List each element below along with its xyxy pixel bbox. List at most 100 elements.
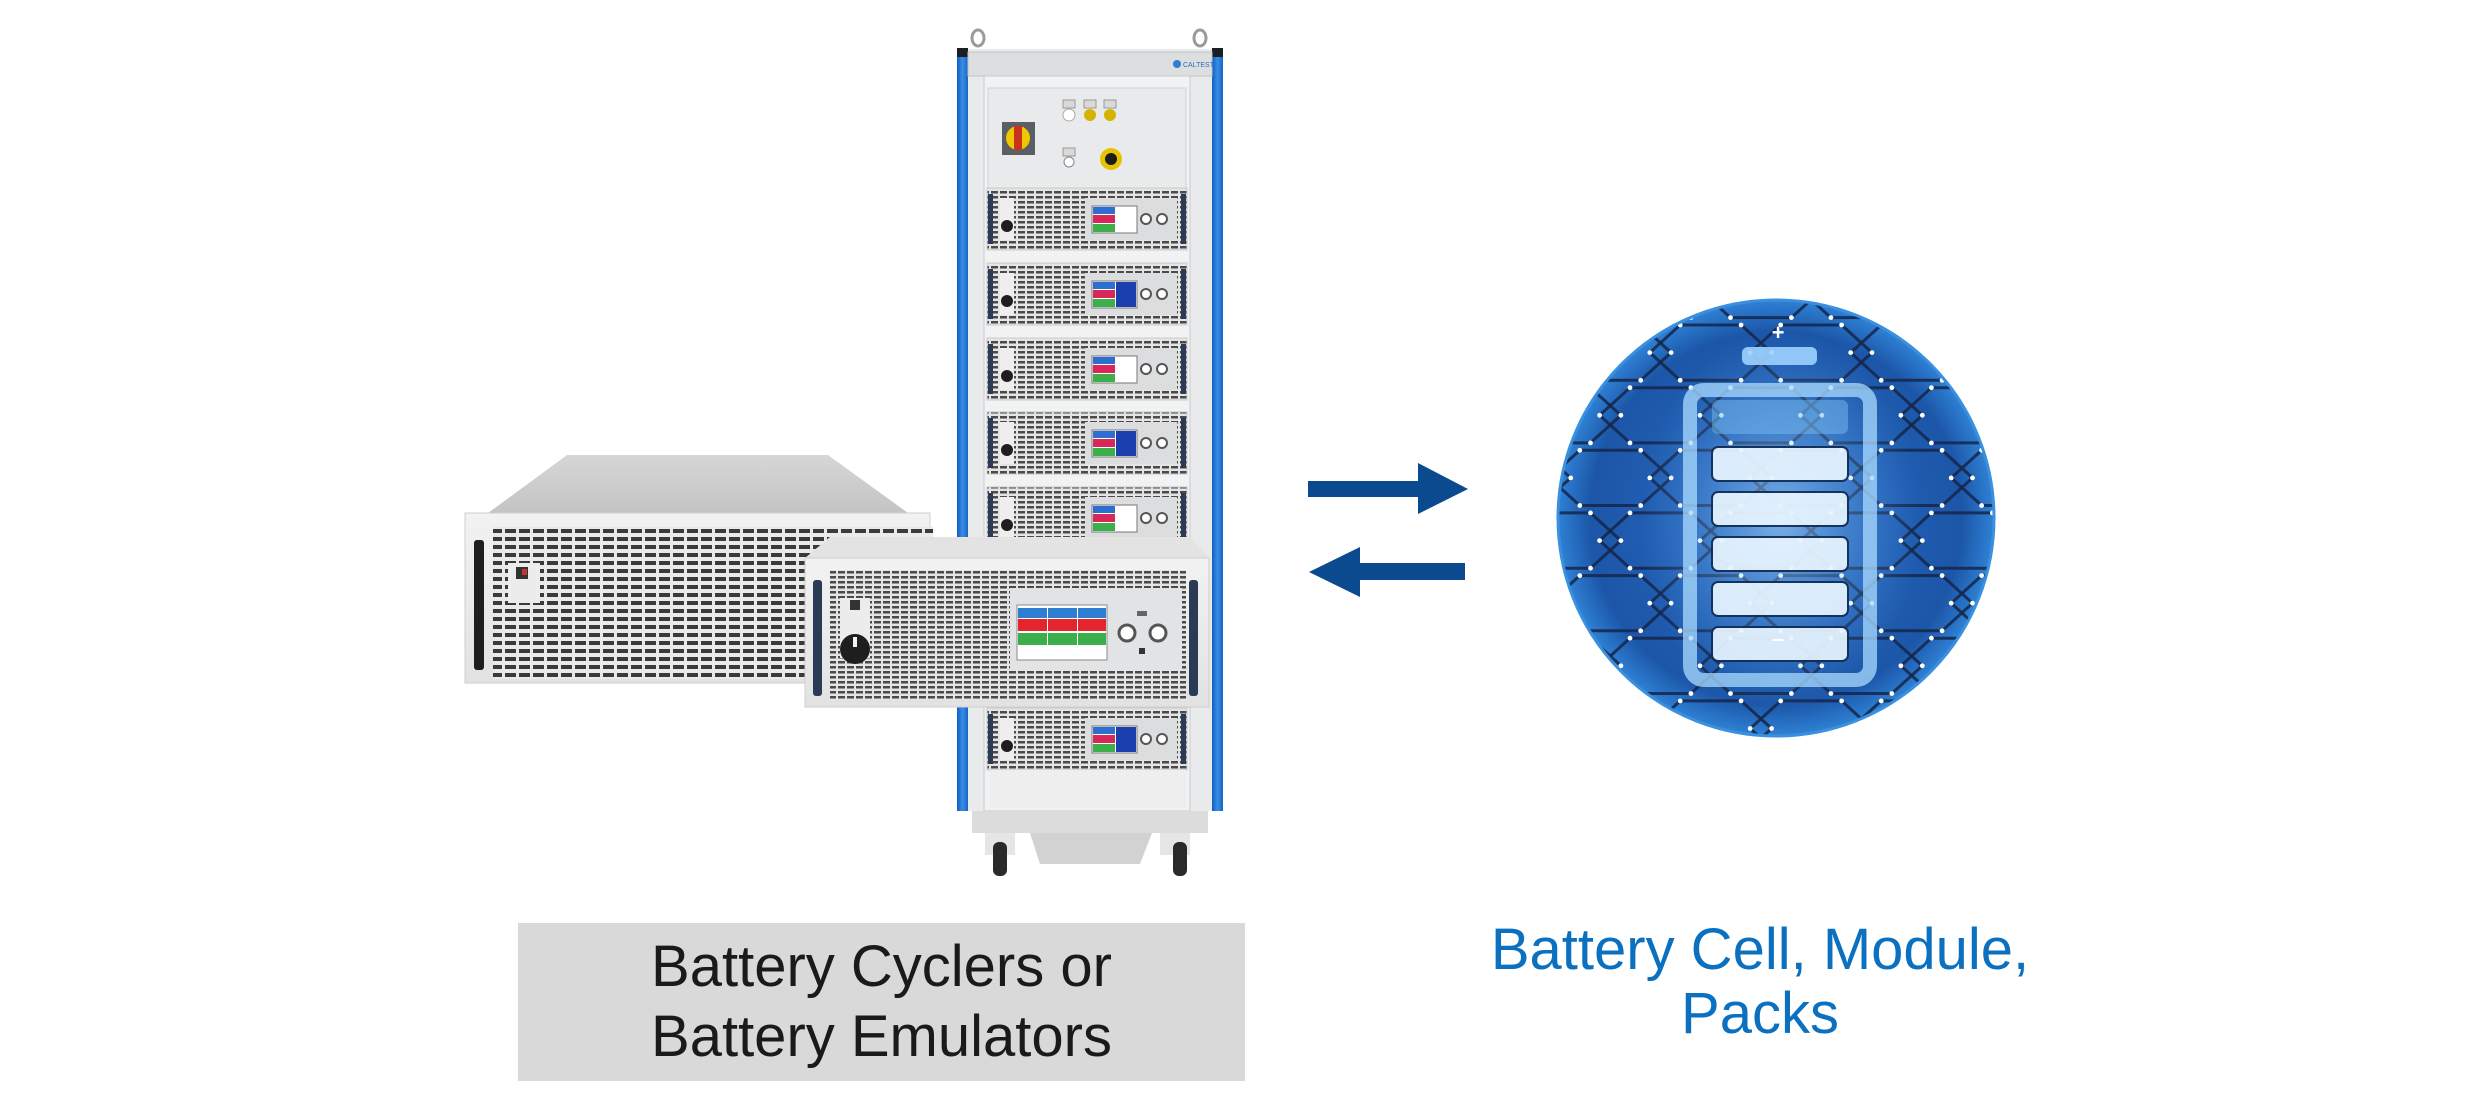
module-handle [988, 714, 993, 764]
hexagon-node [1778, 754, 1783, 759]
rack-module [986, 486, 1188, 550]
cycler-label-box: Battery Cyclers or Battery Emulators [518, 923, 1245, 1081]
hexagon-node [2040, 573, 2045, 578]
module-switch-knob [1001, 740, 1013, 752]
hexagon-node [1828, 315, 1834, 320]
hexagon-node [1477, 628, 1482, 633]
hexagon-cell [1901, 764, 2023, 819]
hexagon-node [1990, 816, 1995, 821]
module-handle [1181, 418, 1186, 468]
hexagon-node [1497, 538, 1502, 543]
module-display [1091, 205, 1138, 234]
battery-cycler-chassis-front [804, 537, 1210, 708]
hexagon-node [1940, 197, 1945, 202]
module-knob [1140, 213, 1152, 225]
hexagon-node [1999, 663, 2004, 668]
hexagon-node [1488, 566, 1493, 571]
hexagon-node [1396, 789, 1401, 794]
module-knob [1156, 288, 1168, 300]
hexagon-node [1497, 789, 1502, 794]
hexagon-node [1518, 663, 1523, 668]
hexagon-node [2121, 663, 2126, 668]
hexagon-node [1488, 511, 1493, 516]
hexagon-node [1568, 350, 1574, 355]
hexagon-node [1990, 260, 1995, 265]
hexagon-node [1477, 448, 1482, 453]
hexagon-node [1597, 663, 1602, 669]
hexagon-node [2090, 441, 2095, 446]
hexagon-node [1719, 789, 1724, 794]
hexagon-node [1488, 441, 1493, 446]
hexagon-node [2020, 413, 2025, 418]
hexagon-node [2029, 385, 2034, 390]
hexagon-node [1979, 197, 1984, 202]
module-handle [1181, 714, 1186, 764]
hexagon-node [1677, 698, 1683, 704]
hexagon-node [1970, 600, 1975, 606]
hexagon-node [1638, 447, 1644, 453]
hexagon-node [1889, 761, 1894, 766]
hexagon-node [2049, 350, 2054, 355]
hexagon-node [2040, 754, 2045, 759]
hexagon-node [1527, 260, 1532, 265]
hexagon-node [1427, 691, 1432, 696]
hexagon-node [1597, 412, 1602, 418]
hexagon-node [1899, 789, 1904, 794]
hexagon-node [1627, 385, 1633, 391]
rack-side-left [957, 49, 968, 811]
hexagon-node [1989, 565, 1994, 571]
hexagon-node [1638, 628, 1644, 634]
hexagon-node [1929, 691, 1934, 696]
hexagon-cell [1851, 200, 1973, 255]
hexagon-node [1527, 761, 1532, 766]
reset-button [1063, 156, 1075, 168]
chassis-lid [488, 455, 908, 513]
hexagon-node [1678, 253, 1683, 258]
hexagon-node [1939, 628, 1945, 634]
hexagon-node [1719, 288, 1724, 293]
hexagon-node [1929, 565, 1934, 571]
hexagon-node [2141, 699, 2146, 704]
hexagon-node [1588, 510, 1593, 516]
hexagon-node [1538, 699, 1543, 704]
hexagon-node [1999, 789, 2004, 794]
hexagon-node [1739, 754, 1744, 759]
hexagon-node [1829, 816, 1834, 821]
hexagon-node [1577, 754, 1582, 759]
hexagon-node [2171, 225, 2176, 230]
hexagon-node [1427, 636, 1432, 641]
chassis-handle-left [474, 540, 484, 670]
hexagon-node [1728, 315, 1733, 320]
hexagon-node [2049, 476, 2054, 481]
module-knob [1140, 512, 1152, 524]
hexagon-node [1568, 225, 1573, 230]
hexagon-node [1778, 253, 1783, 258]
hexagon-node [1929, 761, 1934, 766]
hexagon-node [1889, 315, 1895, 320]
hexagon-node [1477, 378, 1482, 383]
hexagon-node [1970, 225, 1975, 230]
hexagon-node [1619, 288, 1624, 293]
hexagon-node [2040, 197, 2045, 202]
hexagon-node [1577, 628, 1583, 634]
hexagon-node [1898, 412, 1904, 418]
hexagon-node [1669, 225, 1674, 230]
hexagon-cell [2001, 513, 2123, 568]
hexagon-node [1889, 816, 1894, 821]
hexagon-node [2121, 288, 2126, 293]
hexagon-cell [2001, 388, 2123, 443]
hexagon-node [1577, 447, 1583, 453]
hexagon-node [2029, 511, 2034, 516]
hexagon-node [2080, 197, 2085, 202]
module-handle [1181, 493, 1186, 543]
hexagon-node [2141, 253, 2146, 258]
hexagon-node [1999, 538, 2004, 543]
hexagon-node [2040, 628, 2045, 633]
hexagon-node [1647, 726, 1653, 731]
hexagon-node [2090, 566, 2095, 571]
hexagon-node [1427, 761, 1432, 766]
hexagon-node [1929, 315, 1934, 320]
hexagon-cell [2001, 262, 2123, 317]
hexagon-cell [2052, 200, 2174, 255]
chassis-lid [805, 537, 1209, 558]
